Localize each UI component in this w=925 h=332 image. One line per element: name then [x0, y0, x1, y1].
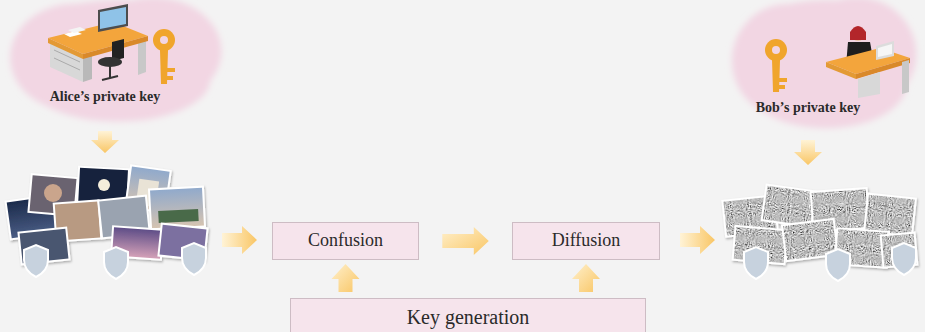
shield-icons-path-part: [182, 243, 206, 275]
process-box: Key generation: [290, 298, 646, 332]
key-icon: [765, 39, 787, 92]
photo-stack-circle-part: [44, 184, 62, 202]
key-label: Bob’s private key: [756, 100, 860, 117]
flow-arrows-polygon-part: [680, 226, 715, 254]
key-icon: [153, 29, 175, 84]
desk-illustration-polygon-part: [876, 41, 894, 60]
desk-illustration: [826, 26, 910, 98]
photo-stack-rect-part: [149, 187, 205, 230]
key-icon-rect-part: [779, 85, 785, 89]
process-box: Confusion: [272, 222, 419, 260]
desk-illustration-path-part: [850, 26, 866, 40]
shield-icons-path-part: [826, 249, 850, 281]
box-label: Key generation: [407, 305, 530, 329]
desk-illustration-ellipse-part: [98, 57, 122, 67]
key-icon-circle-part: [153, 29, 175, 51]
desk-illustration-polygon-part: [858, 72, 880, 98]
key-icon-circle-part: [772, 46, 780, 54]
desk-illustration-line-part: [102, 76, 118, 80]
desk-illustration-polygon-part: [826, 62, 856, 79]
flow-arrows-polygon-part: [222, 226, 257, 254]
box-label: Confusion: [308, 230, 383, 252]
cloud-shape-g-part: [10, 0, 221, 122]
flow-arrow: [442, 227, 489, 255]
shield-icons-path-part: [892, 243, 916, 275]
desk-illustration-line-part: [109, 66, 111, 78]
desk-illustration-polygon-part: [48, 38, 83, 59]
key-icon-rect-part: [167, 68, 175, 72]
desk-illustration-polygon-part: [100, 7, 126, 29]
noise-images-g-part: [762, 185, 817, 228]
noise-images-g-part-rect-part: [762, 185, 817, 228]
key-cloud: Alice’s private key: [8, 0, 228, 128]
shield-icons-path-part: [24, 245, 48, 277]
shield-icons: [744, 243, 916, 281]
key-icon-polygon-part: [160, 50, 168, 84]
process-box: Diffusion: [512, 222, 660, 260]
flow-arrow: [572, 264, 600, 292]
key-icon-circle-part: [765, 39, 787, 61]
key-icon-circle-part: [160, 36, 168, 44]
desk-illustration-polygon-part: [902, 60, 909, 94]
key-icon-polygon-part: [772, 60, 780, 92]
key-icon-rect-part: [779, 78, 787, 82]
cloud-shape-g-part: [732, 0, 916, 128]
photo-stack-circle-part: [98, 179, 110, 191]
key-label: Alice’s private key: [50, 89, 161, 106]
cloud-shape-g-part-ellipse-part: [742, 0, 911, 81]
flow-arrows-polygon-part: [91, 131, 119, 153]
desk-illustration-polygon-part: [68, 27, 86, 33]
shield-icons-path-part: [744, 247, 768, 279]
noise-images-g-part-rect-part: [762, 185, 817, 228]
photo-stack-rect-part: [158, 209, 199, 223]
shield-icons-path-part: [104, 247, 128, 279]
key-cloud: Bob’s private key: [730, 0, 922, 135]
flow-arrows-polygon-part: [794, 140, 822, 165]
cloud-shape: [8, 0, 228, 128]
desk-illustration-polygon-part: [98, 4, 128, 32]
desk-illustration-circle-part: [851, 27, 865, 41]
desk-illustration-polygon-part: [856, 58, 910, 79]
shield-icons: [24, 243, 206, 279]
box-label: Diffusion: [552, 230, 621, 252]
desk-illustration-polygon-part: [878, 44, 892, 57]
desk-illustration-line-part: [54, 58, 80, 70]
desk-illustration: [48, 4, 148, 82]
key-icon-rect-part: [167, 76, 173, 80]
flow-arrow: [332, 264, 360, 292]
